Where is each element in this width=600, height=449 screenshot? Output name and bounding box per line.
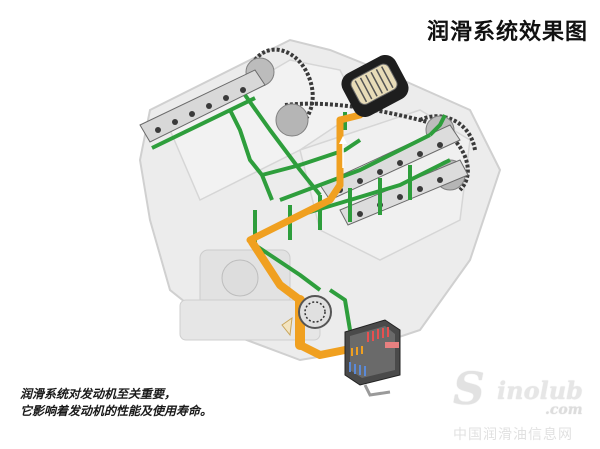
oil-cooler [344,319,401,397]
oil-pump [281,295,332,337]
sinolub-watermark: S inolub .com 中国润滑油信息网 [445,364,595,446]
diagram-caption: 润滑系统对发动机至关重要， 它影响着发动机的性能及使用寿命。 [20,386,212,420]
watermark-site-name: 中国润滑油信息网 [453,427,573,443]
oil-filter-housing [341,54,409,118]
caption-line-1: 润滑系统对发动机至关重要， [20,387,177,401]
diagram-title: 润滑系统效果图 [426,20,588,45]
watermark-logo-domain: .com [545,402,583,418]
watermark-logo-s: S [453,364,485,415]
caption-line-2: 它影响着发动机的性能及使用寿命。 [20,404,213,418]
watermark-logo-text: inolub [497,376,583,405]
oil-galleries-green [151,93,451,331]
camshaft-left [139,69,266,143]
